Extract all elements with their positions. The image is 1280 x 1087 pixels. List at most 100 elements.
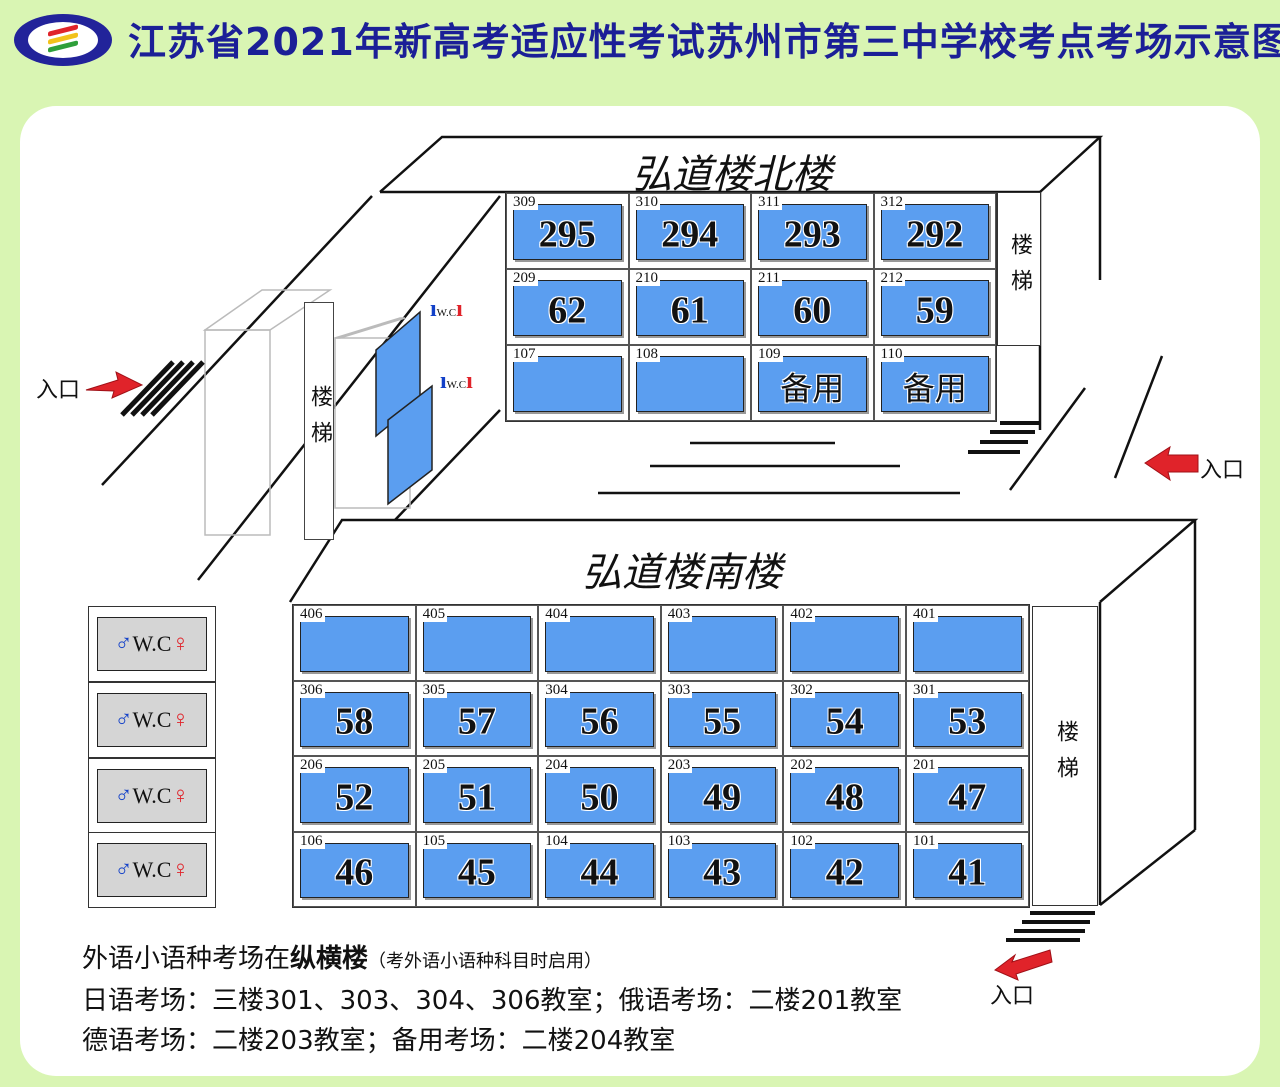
- wc-label: W.C: [132, 631, 172, 656]
- wc-box: ♂W.C♀: [88, 832, 216, 908]
- exam-room-value: 294: [661, 213, 719, 256]
- exam-room-value: 53: [948, 700, 987, 743]
- woman-icon: ♀: [171, 630, 190, 657]
- room-board: [880, 204, 989, 260]
- room-board: [635, 204, 744, 260]
- exam-room-value: 51: [457, 776, 496, 819]
- woman-icon: ♀: [171, 856, 190, 883]
- room-number: 305: [420, 681, 448, 698]
- south-building-title: 弘道楼南楼: [582, 550, 782, 596]
- wc-sign: ♂W.C♀: [97, 693, 207, 747]
- room-board: [790, 767, 899, 823]
- room-number: 209: [511, 270, 538, 286]
- room-board: [300, 691, 409, 747]
- exam-room-value: 52: [335, 776, 374, 819]
- room-number: 406: [298, 606, 325, 622]
- wc-sign: ♂W.C♀: [97, 617, 207, 671]
- wc-sign: ♂W.C♀: [97, 843, 207, 897]
- room-board: [545, 616, 654, 672]
- room-board: [545, 691, 654, 747]
- exam-room-value: 58: [335, 700, 374, 743]
- entrance-arrow-left-icon: [85, 371, 144, 399]
- man-icon: ♂: [114, 856, 133, 883]
- room-board: [300, 767, 409, 823]
- north-room-108: 108: [628, 345, 751, 421]
- wc-box: ♂W.C♀: [88, 758, 216, 834]
- south-room-404: 404: [538, 605, 661, 681]
- wc-label: W.C: [132, 707, 172, 732]
- north-wc-label-2: ıW.Cı: [440, 368, 473, 394]
- exam-room-value: 备用: [780, 369, 845, 408]
- room-number: 206: [298, 757, 325, 773]
- room-board: [635, 280, 744, 336]
- room-board: [913, 691, 1022, 747]
- room-board: [758, 204, 867, 260]
- wc-label: W.C: [132, 783, 172, 808]
- room-number: 106: [298, 832, 325, 849]
- north-room-107: 107: [506, 345, 629, 421]
- room-number: 310: [633, 194, 660, 210]
- room-number: 204: [543, 757, 570, 773]
- exam-room-value: 61: [670, 289, 709, 332]
- north-room-210: 210 61: [628, 269, 751, 345]
- room-number: 109: [756, 346, 783, 362]
- exam-room-value: 47: [948, 776, 987, 819]
- room-board: [545, 842, 654, 898]
- exam-room-value: 60: [793, 289, 832, 332]
- wc-box: ♂W.C♀: [88, 682, 216, 758]
- south-room-402: 402: [783, 605, 906, 681]
- page-title: 江苏省2021年新高考适应性考试苏州市第三中学校考点考场示意图: [128, 20, 1280, 64]
- entrance-bottom-label: 入口: [990, 984, 1035, 1009]
- room-number: 210: [633, 270, 660, 286]
- room-number: 203: [665, 757, 693, 773]
- exam-room-value: 41: [948, 851, 987, 894]
- room-board: [758, 356, 867, 412]
- woman-icon: ♀: [171, 782, 190, 809]
- exam-room-value: 59: [915, 289, 954, 332]
- north-wc-label-1: ıW.Cı: [430, 296, 463, 322]
- room-board: [790, 842, 899, 898]
- exam-room-value: 46: [335, 851, 374, 894]
- wc-label: W.C: [132, 857, 172, 882]
- room-number: 303: [665, 681, 693, 698]
- north-stair: 楼梯: [997, 192, 1041, 346]
- header: 江苏省2021年新高考适应性考试苏州市第三中学校考点考场示意图: [0, 0, 1280, 100]
- room-number: 105: [420, 832, 448, 849]
- room-board: [422, 691, 532, 747]
- room-number: 104: [543, 832, 570, 849]
- room-number: 108: [633, 346, 660, 362]
- exam-room-value: 43: [703, 851, 742, 894]
- room-number: 304: [543, 681, 570, 698]
- north-room-109: 109 备用: [751, 345, 874, 421]
- south-room-306: 306 58: [293, 680, 416, 756]
- exam-room-value: 45: [457, 851, 496, 894]
- south-room-405: 405: [415, 605, 539, 681]
- room-board: [913, 616, 1022, 672]
- room-board: [667, 691, 777, 747]
- exam-room-value: 备用: [902, 369, 967, 408]
- room-number: 311: [756, 194, 782, 210]
- room-number: 201: [911, 757, 938, 773]
- exam-room-value: 54: [825, 700, 864, 743]
- south-room-406: 406: [293, 605, 416, 681]
- note-line-1: 外语小语种考场在纵横楼（考外语小语种科目时启用）: [82, 944, 603, 974]
- room-number: 306: [298, 681, 325, 698]
- room-number: 301: [911, 681, 938, 698]
- room-number: 107: [511, 346, 538, 362]
- south-room-201: 201 47: [906, 756, 1029, 832]
- room-number: 309: [511, 194, 538, 210]
